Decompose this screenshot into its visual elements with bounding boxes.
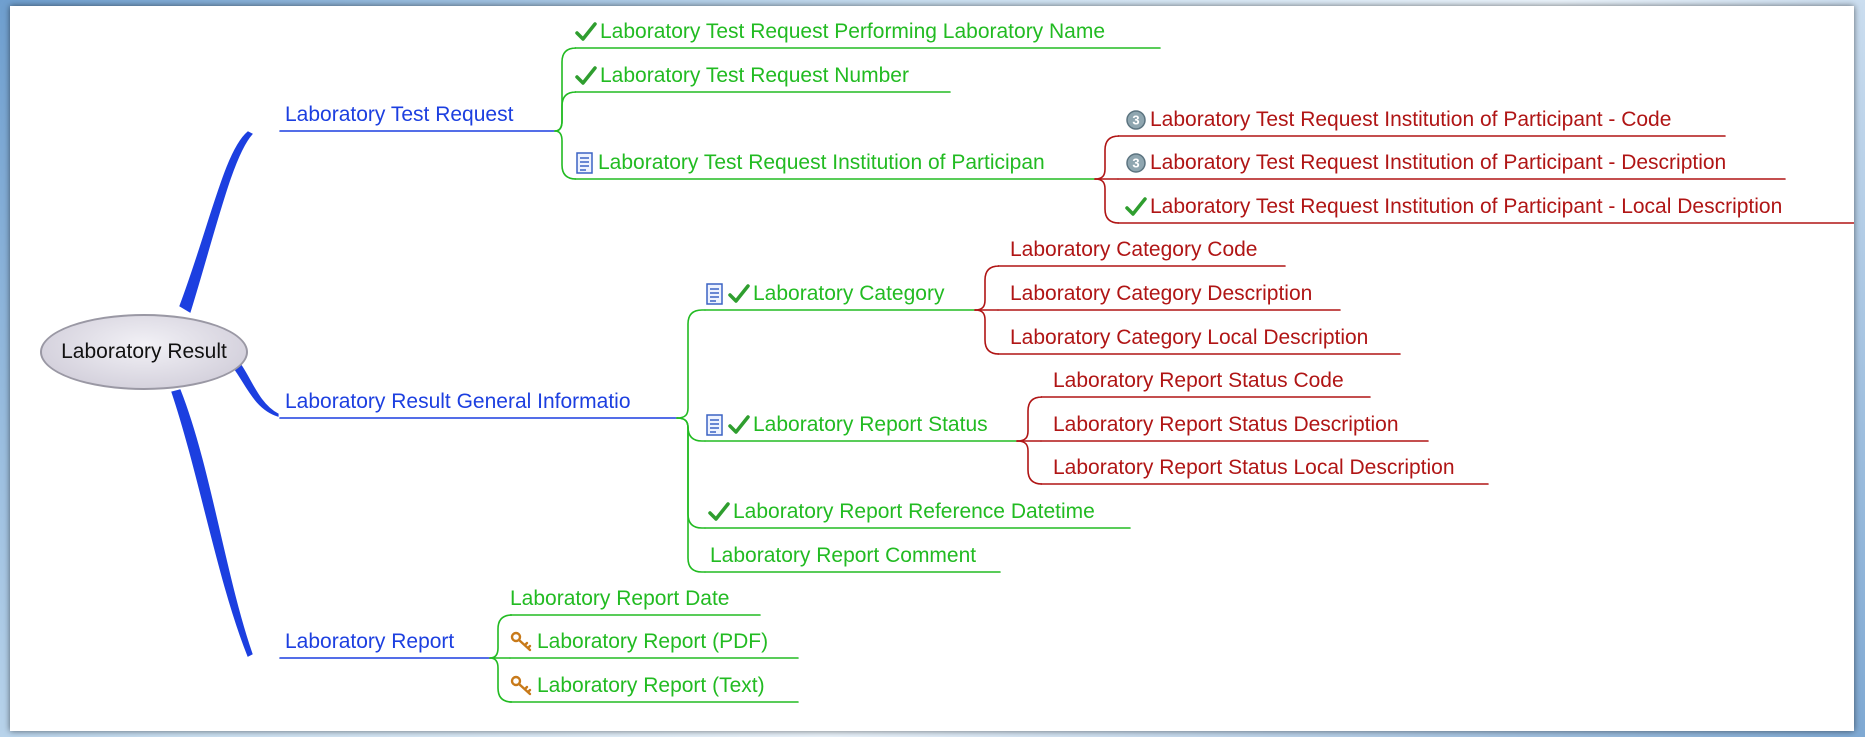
node-status-description[interactable]: Laboratory Report Status Description — [1053, 413, 1399, 436]
root-node-label: Laboratory Result — [61, 340, 227, 363]
node-institution-code[interactable]: 3 Laboratory Test Request Institution of… — [1125, 108, 1671, 132]
connector-root-general-information — [233, 359, 279, 417]
node-test-request-number[interactable]: Laboratory Test Request Number — [575, 64, 909, 88]
node-report-reference-datetime[interactable]: Laboratory Report Reference Datetime — [708, 500, 1095, 524]
node-status-local-description[interactable]: Laboratory Report Status Local Descripti… — [1053, 456, 1455, 479]
check-icon — [728, 283, 750, 305]
check-icon — [575, 65, 597, 87]
node-laboratory-report-status[interactable]: Laboratory Report Status — [705, 413, 988, 437]
check-icon — [1125, 196, 1147, 218]
node-report-date[interactable]: Laboratory Report Date — [510, 587, 730, 610]
connector-test-request-children — [554, 130, 577, 180]
connector-root-laboratory-report — [171, 389, 253, 657]
node-category-description[interactable]: Laboratory Category Description — [1010, 282, 1313, 305]
node-institution-of-participant[interactable]: Laboratory Test Request Institution of P… — [575, 151, 1095, 175]
list-icon — [705, 414, 725, 436]
node-performing-laboratory-name[interactable]: Laboratory Test Request Performing Labor… — [575, 20, 1105, 44]
node-report-comment[interactable]: Laboratory Report Comment — [710, 544, 977, 567]
node-category-local-description[interactable]: Laboratory Category Local Description — [1010, 326, 1369, 349]
connector-general-information-children — [676, 417, 706, 442]
connector-category-children — [974, 309, 1000, 355]
node-report-pdf[interactable]: Laboratory Report (PDF) — [510, 630, 768, 654]
node-report-text[interactable]: Laboratory Report (Text) — [510, 674, 765, 698]
root-node[interactable]: Laboratory Result — [40, 314, 248, 390]
svg-text:3: 3 — [1132, 113, 1139, 128]
node-institution-description[interactable]: 3 Laboratory Test Request Institution of… — [1125, 151, 1726, 175]
connector-institution-children — [1094, 135, 1120, 180]
check-icon — [575, 21, 597, 43]
priority-3-icon: 3 — [1125, 109, 1147, 131]
node-institution-local-description[interactable]: Laboratory Test Request Institution of P… — [1125, 195, 1782, 219]
connector-laboratory-report-children — [489, 614, 513, 659]
connector-institution-children — [1094, 178, 1120, 224]
connector-root-test-request — [179, 131, 253, 313]
connector-layer — [171, 47, 1854, 703]
branch-laboratory-report[interactable]: Laboratory Report — [285, 630, 455, 653]
connector-test-request-children — [554, 91, 577, 132]
node-status-code[interactable]: Laboratory Report Status Code — [1053, 369, 1344, 392]
node-category-code[interactable]: Laboratory Category Code — [1010, 238, 1258, 261]
connector-general-information-children — [676, 417, 706, 573]
branch-laboratory-test-request[interactable]: Laboratory Test Request — [285, 103, 514, 126]
svg-text:3: 3 — [1132, 156, 1139, 171]
key-icon — [510, 675, 534, 697]
check-icon — [728, 414, 750, 436]
list-icon — [575, 152, 595, 174]
connector-general-information-children — [676, 417, 706, 529]
connector-category-children — [974, 265, 1000, 311]
branch-laboratory-result-general-information[interactable]: Laboratory Result General Informatio — [285, 390, 631, 413]
node-laboratory-category[interactable]: Laboratory Category — [705, 282, 944, 306]
connector-laboratory-report-children — [489, 657, 513, 703]
connector-report-status-children — [1016, 440, 1043, 485]
key-icon — [510, 631, 534, 653]
list-icon — [705, 283, 725, 305]
check-icon — [708, 501, 730, 523]
connector-test-request-children — [554, 47, 577, 132]
connector-general-information-children — [676, 309, 706, 419]
priority-3-icon: 3 — [1125, 152, 1147, 174]
connector-report-status-children — [1016, 396, 1043, 442]
mind-map-canvas: Laboratory Result Laboratory Test Reques… — [10, 6, 1854, 731]
